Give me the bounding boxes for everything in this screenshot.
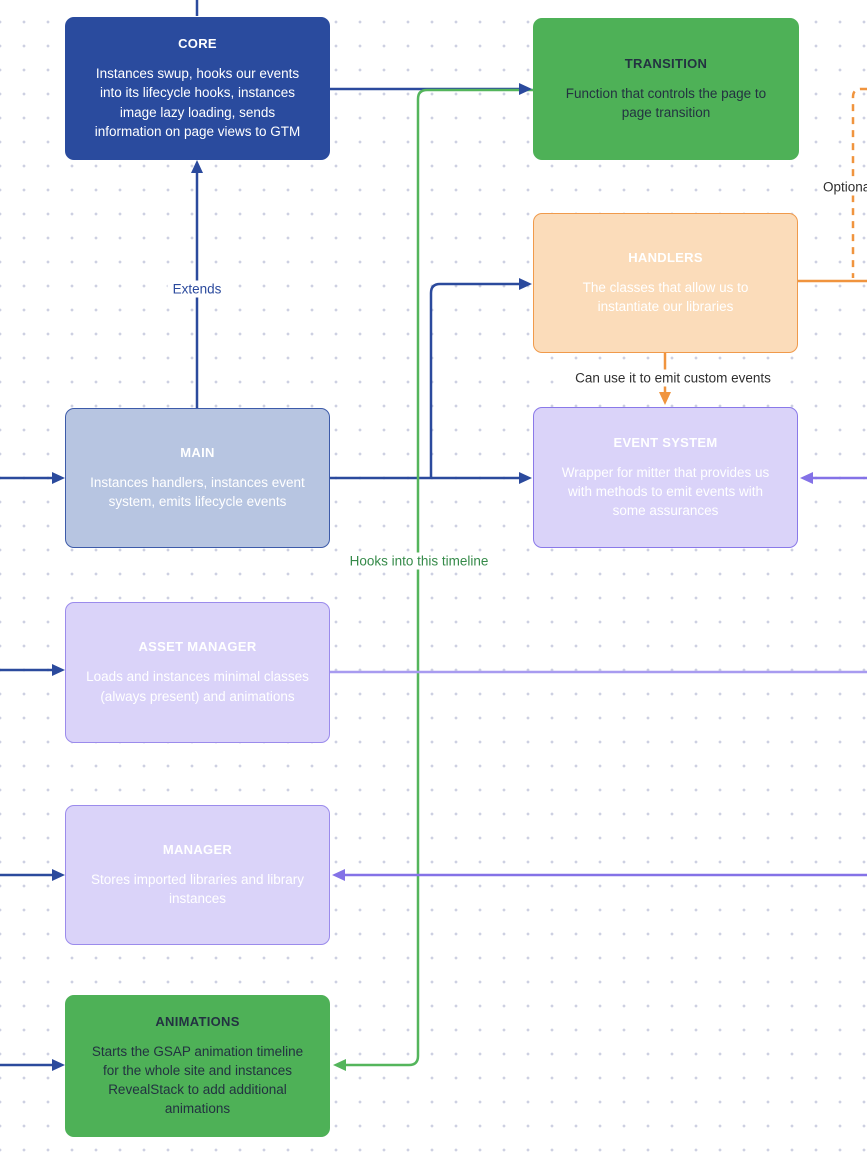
node-transition-title: TRANSITION [624, 55, 708, 71]
node-event-system-title: EVENT SYSTEM [613, 434, 718, 450]
node-manager-title: MANAGER [162, 841, 233, 857]
arrowhead-into-main [52, 472, 65, 484]
arrowhead-into-event-system-right [800, 472, 813, 484]
node-animations-body: Starts the GSAP animation timeline for t… [91, 1043, 304, 1117]
node-main-body: Instances handlers, instances event syst… [90, 474, 305, 509]
edge-label-optional: Optional [818, 178, 867, 196]
edge-label-extends: Extends [167, 280, 227, 298]
edge-label-emit-events: Can use it to emit custom events [570, 369, 776, 387]
node-asset-manager-body: Loads and instances minimal classes (alw… [86, 669, 309, 704]
node-manager-body: Stores imported libraries and library in… [90, 871, 305, 906]
arrowhead-into-animations-right [333, 1059, 346, 1071]
node-main[interactable]: MAIN Instances handlers, instances event… [65, 408, 330, 548]
node-animations-title: ANIMATIONS [155, 1013, 240, 1029]
edge-transition-to-animations [345, 88, 533, 1067]
arrowhead-into-animations-left [52, 1059, 65, 1071]
arrowhead-into-event-system-left [519, 472, 532, 484]
node-manager[interactable]: MANAGER Stores imported libraries and li… [65, 805, 330, 945]
node-handlers-body: The classes that allow us to instantiate… [582, 279, 749, 314]
edge-main-to-handlers [429, 282, 521, 478]
arrowhead-into-manager-right [332, 869, 345, 881]
node-asset-manager-title: ASSET MANAGER [138, 639, 257, 655]
node-animations[interactable]: ANIMATIONS Starts the GSAP animation tim… [65, 995, 330, 1137]
node-transition-body: Function that controls the page to page … [565, 85, 767, 120]
edge-label-hooks-timeline: Hooks into this timeline [344, 552, 494, 570]
node-core-body: Instances swup, hooks our events into it… [94, 66, 301, 139]
arrowhead-into-asset-manager [52, 664, 65, 676]
arrowhead-into-core [191, 160, 203, 173]
arrowhead-into-transition [519, 83, 532, 95]
node-main-title: MAIN [180, 444, 215, 460]
node-transition[interactable]: TRANSITION Function that controls the pa… [533, 18, 799, 160]
arrowhead-into-handlers [519, 278, 532, 290]
node-event-system-body: Wrapper for mitter that provides us with… [561, 464, 770, 519]
node-asset-manager[interactable]: ASSET MANAGER Loads and instances minima… [65, 602, 330, 743]
arrowhead-into-manager-left [52, 869, 65, 881]
node-core-title: CORE [178, 36, 217, 52]
node-core[interactable]: CORE Instances swup, hooks our events in… [65, 17, 330, 160]
arrowhead-into-event-system-top [659, 392, 671, 405]
node-handlers-title: HANDLERS [628, 249, 703, 265]
node-event-system[interactable]: EVENT SYSTEM Wrapper for mitter that pro… [533, 407, 798, 548]
node-handlers[interactable]: HANDLERS The classes that allow us to in… [533, 213, 798, 353]
